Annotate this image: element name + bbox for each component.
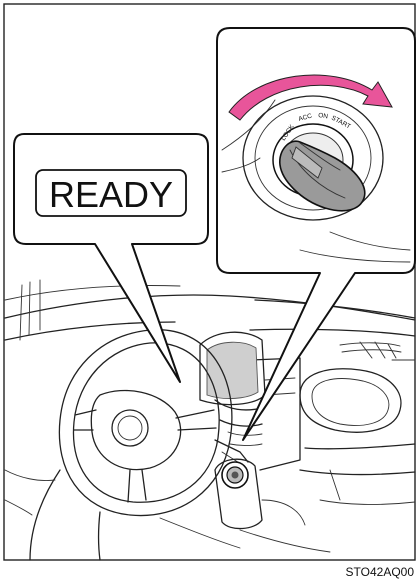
ready-indicator-text: READY	[49, 174, 173, 215]
figure-code: STO42AQ00	[346, 565, 415, 579]
position-on-label: ON	[318, 112, 329, 120]
